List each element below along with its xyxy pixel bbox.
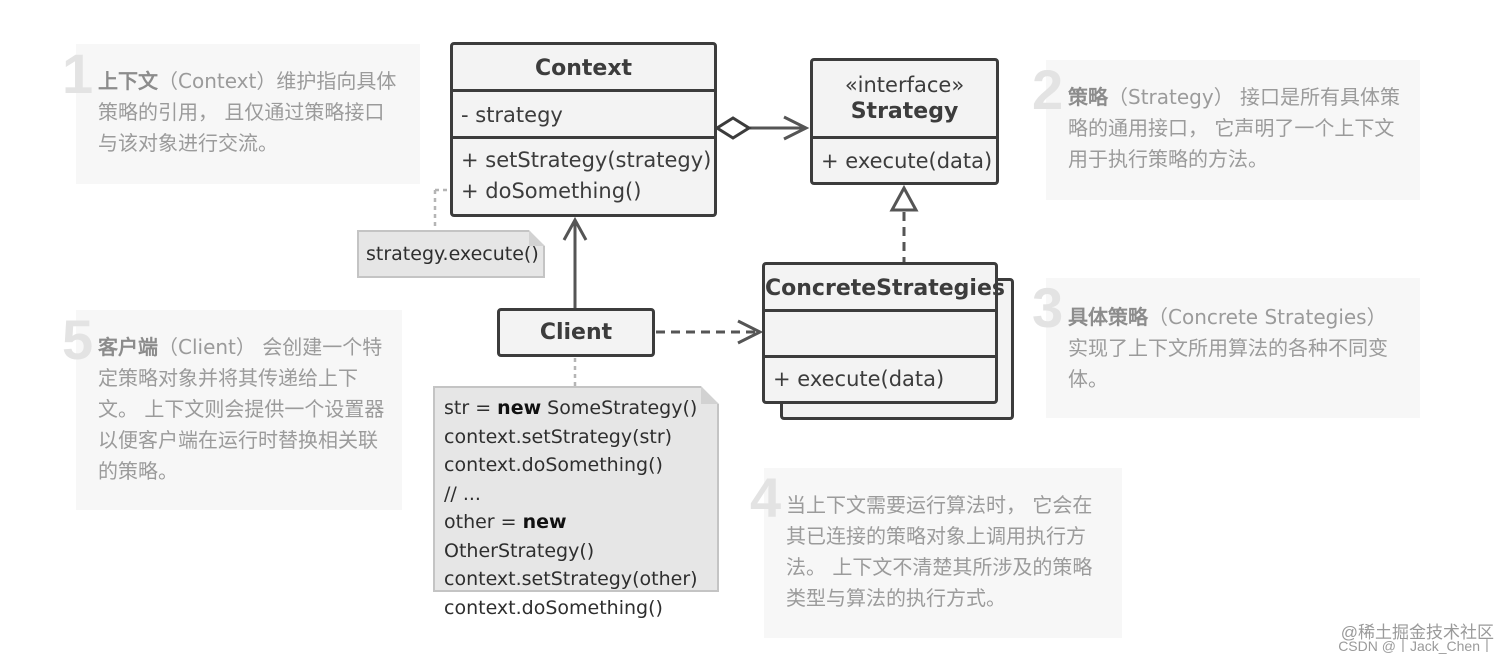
code-line: str = new SomeStrategy() — [444, 394, 717, 423]
code-line-text: context.setStrategy(other) — [444, 568, 698, 590]
code-line: other = new OtherStrategy() — [444, 508, 717, 565]
context-class-field: - strategy — [453, 92, 714, 139]
watermark-juejin: @稀土掘金技术社区 — [1340, 623, 1494, 642]
strategy-interface-box: «interface» Strategy + execute(data) — [810, 58, 999, 185]
code-line-text: context.doSomething() — [444, 596, 663, 619]
note-4-text: 当上下文需要运行算法时， 它会在其已连接的策略对象上调用执行方法。 上下文不清楚… — [786, 490, 1106, 614]
note-5-panel: 5 客户端（Client） 会创建一个特定策略对象并将其传递给上下文。 上下文则… — [62, 310, 402, 510]
concrete-strategies-name: ConcreteStrategies — [765, 265, 1005, 312]
note-4-number: 4 — [750, 466, 782, 529]
note-3-text: 具体策略（Concrete Strategies） 实现了上下文所用算法的各种不… — [1068, 302, 1403, 395]
client-code-lines: str = new SomeStrategy()context.setStrat… — [444, 394, 717, 622]
note-3-heading: 具体策略 — [1068, 305, 1148, 329]
code-keyword: new — [497, 397, 542, 419]
context-method-dosomething: + doSomething() — [461, 179, 642, 203]
note-1-body: （Context）维护指向具体策略的引用， 且仅通过策略接口与该对象进行交流。 — [98, 69, 397, 155]
code-line-text: // ... — [444, 482, 481, 505]
note-2-panel: 2 策略（Strategy） 接口是所有具体策略的通用接口， 它声明了一个上下文… — [1032, 60, 1420, 200]
code-line: // ... — [444, 480, 717, 509]
code-line: context.doSomething() — [444, 451, 717, 480]
note-1-heading: 上下文 — [98, 69, 158, 93]
code-line: context.doSomething() — [444, 594, 717, 623]
context-class-name: Context — [453, 45, 714, 92]
note-1-panel: 1 上下文（Context）维护指向具体策略的引用， 且仅通过策略接口与该对象进… — [62, 44, 420, 184]
strategy-interface-header: «interface» Strategy — [813, 61, 996, 139]
note-4-panel: 4 当上下文需要运行算法时， 它会在其已连接的策略对象上调用执行方法。 上下文不… — [750, 468, 1122, 638]
note-4-body: 当上下文需要运行算法时， 它会在其已连接的策略对象上调用执行方法。 上下文不清楚… — [786, 493, 1093, 610]
note-2-text: 策略（Strategy） 接口是所有具体策略的通用接口， 它声明了一个上下文用于… — [1068, 82, 1403, 175]
note-2-body: （Strategy） 接口是所有具体策略的通用接口， 它声明了一个上下文用于执行… — [1068, 85, 1401, 171]
context-class-methods: + setStrategy(strategy) + doSomething() — [453, 139, 714, 207]
aggregation-diamond — [714, 116, 752, 140]
note-1-text: 上下文（Context）维护指向具体策略的引用， 且仅通过策略接口与该对象进行交… — [98, 66, 403, 159]
note-2-heading: 策略 — [1068, 85, 1108, 109]
note-5-heading: 客户端 — [98, 335, 158, 359]
note-3-panel: 3 具体策略（Concrete Strategies） 实现了上下文所用算法的各… — [1032, 278, 1420, 418]
context-code-note: strategy.execute() — [357, 230, 545, 278]
concrete-method-execute: + execute(data) — [773, 367, 945, 391]
client-context-arrowhead — [562, 216, 588, 241]
code-line: context.setStrategy(other) — [444, 565, 717, 594]
client-concrete-arrowhead — [737, 319, 764, 345]
aggregation-arrowhead — [783, 115, 810, 141]
strategy-method-execute: + execute(data) — [821, 149, 993, 173]
context-code-note-text: strategy.execute() — [366, 243, 539, 265]
context-method-setstrategy: + setStrategy(strategy) — [461, 148, 712, 172]
note-5-text: 客户端（Client） 会创建一个特定策略对象并将其传递给上下文。 上下文则会提… — [98, 332, 388, 487]
client-note-fold-corner — [701, 386, 719, 404]
strategy-interface-name: Strategy — [850, 99, 959, 124]
note-2-number: 2 — [1032, 58, 1064, 121]
note-5-number: 5 — [62, 308, 94, 371]
realization-triangle — [889, 184, 919, 212]
code-line-rest: SomeStrategy() — [541, 397, 698, 419]
client-code-note: str = new SomeStrategy()context.setStrat… — [433, 386, 719, 619]
watermark-csdn: CSDN @丨Jack_Chen丨 — [1338, 638, 1494, 654]
note-1-number: 1 — [62, 42, 94, 105]
note-5-body: （Client） 会创建一个特定策略对象并将其传递给上下文。 上下文则会提供一个… — [98, 335, 385, 483]
note-3-number: 3 — [1032, 276, 1064, 339]
client-class-box: Client — [497, 308, 655, 357]
code-line-rest: OtherStrategy() — [444, 539, 595, 562]
concrete-strategies-fields — [765, 312, 995, 358]
code-line-text: str = — [444, 397, 498, 419]
strategy-stereotype: «interface» — [844, 73, 965, 97]
code-line-text: context.setStrategy(str) — [444, 425, 673, 448]
code-line-text: context.doSomething() — [444, 454, 663, 476]
note-3-body: （Concrete Strategies） 实现了上下文所用算法的各种不同变体。 — [1068, 305, 1388, 391]
client-class-name: Client — [539, 320, 613, 345]
context-class-box: Context - strategy + setStrategy(strateg… — [450, 42, 717, 217]
code-line-text: other = — [444, 511, 523, 533]
note-fold-corner — [529, 230, 545, 246]
code-keyword: new — [522, 511, 567, 533]
code-line: context.setStrategy(str) — [444, 423, 717, 452]
concrete-strategies-box: ConcreteStrategies + execute(data) — [762, 262, 1005, 404]
